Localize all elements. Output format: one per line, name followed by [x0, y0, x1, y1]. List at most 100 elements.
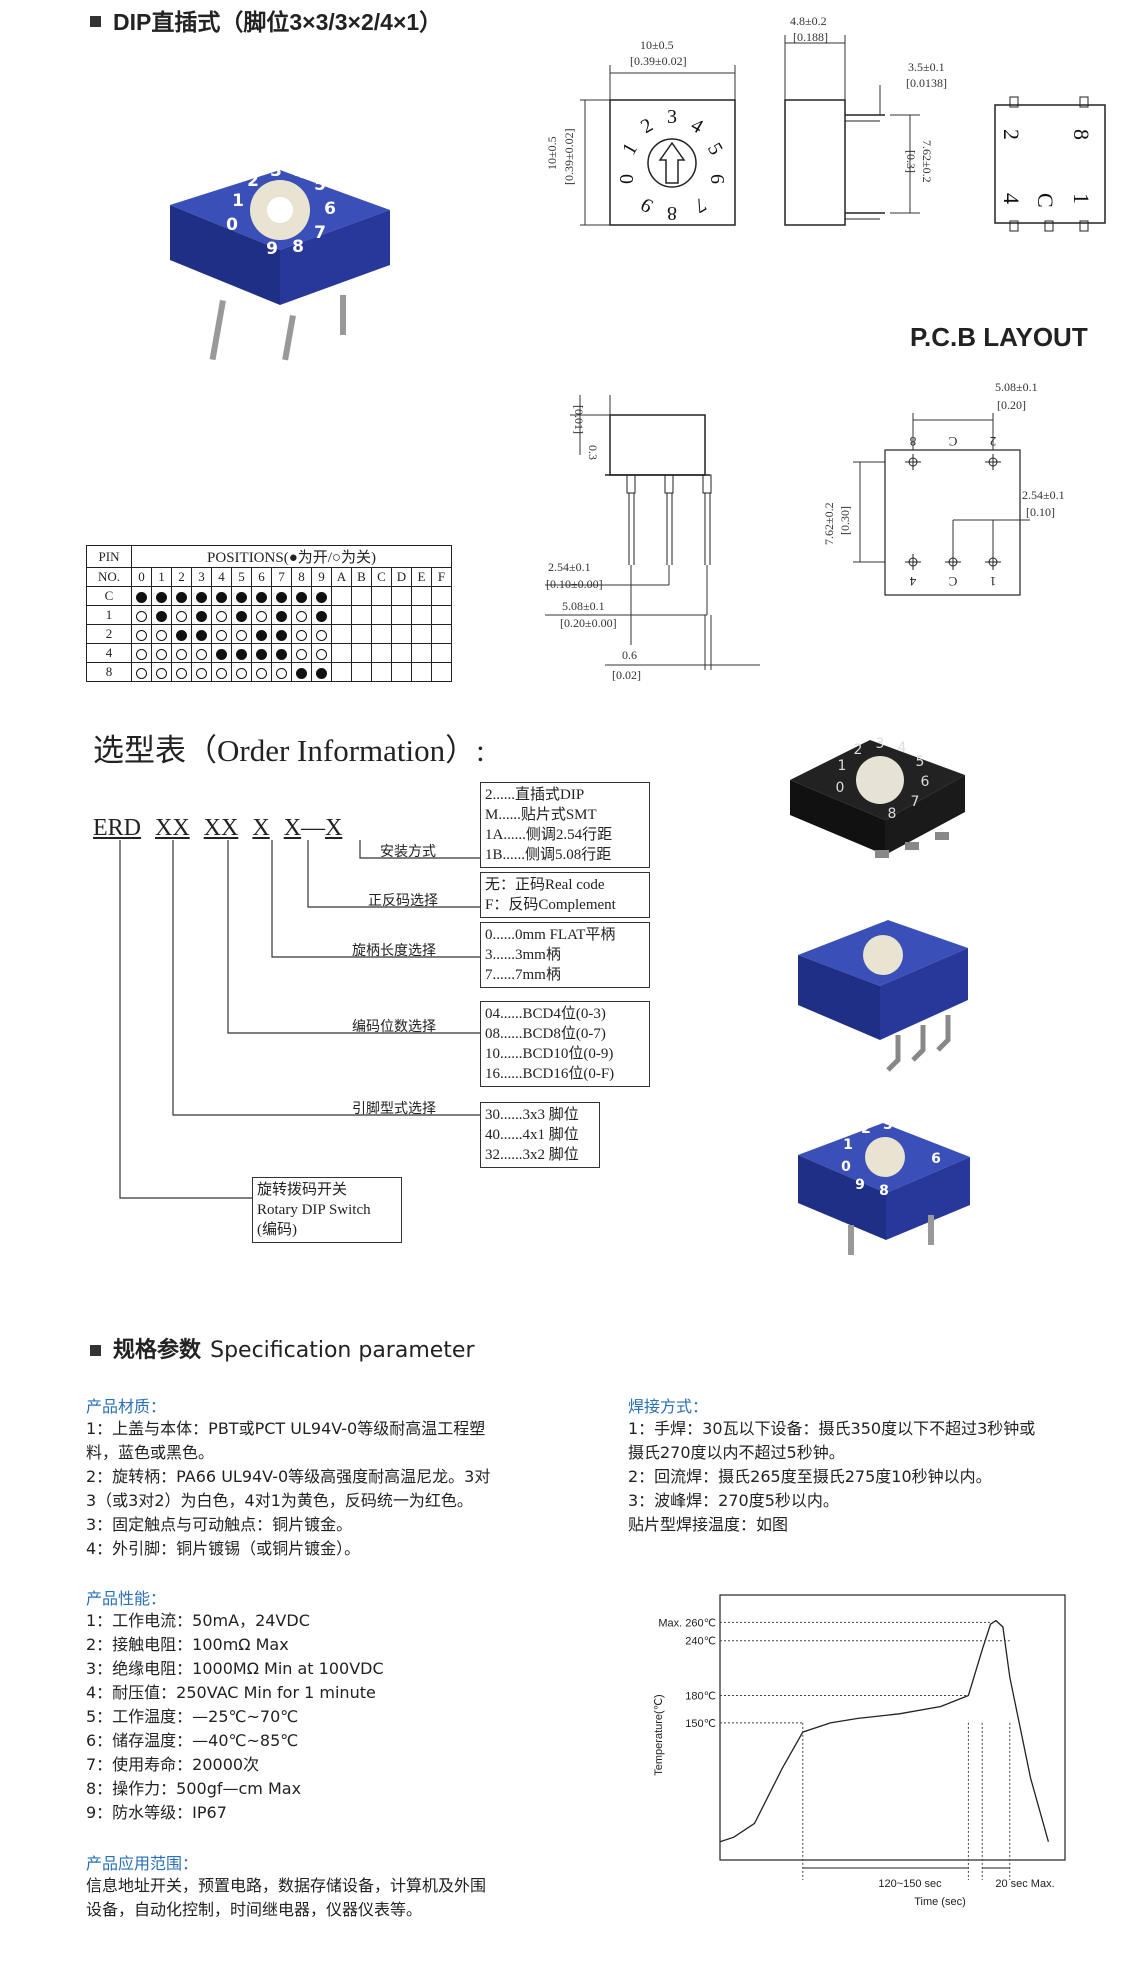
order-tree-lines: [119, 840, 480, 1199]
spec-line: 信息地址开关，预置电路，数据存储设备，计算机及外围: [86, 1876, 487, 1895]
product-photo-blue-switch: 0 1 2 3 4 5 6 7 8 9: [170, 161, 390, 361]
table-cell: [351, 662, 372, 682]
photo-dial-digit: 6: [931, 1151, 941, 1167]
table-column-header: 3: [191, 567, 212, 587]
code-segment-bcd: XX: [203, 815, 239, 841]
reflow-curve: [719, 1619, 1050, 1843]
order-option: 40......4x1 脚位: [485, 1127, 579, 1143]
pcb-pin-1: 1: [990, 574, 997, 589]
open-circle-icon: [216, 667, 227, 679]
order-options-shaft: 0......0mm FLAT平柄 3......3mm柄 7......7mm…: [480, 922, 650, 988]
back-pin-1: 1: [1069, 193, 1094, 204]
photo-dial-digit: 1: [232, 191, 244, 211]
order-option: 04......BCD4位(0-3): [485, 1006, 606, 1022]
spec-line: 2：接触电阻：100mΩ Max: [86, 1635, 289, 1654]
table-column-header: E: [411, 567, 432, 587]
table-cell: [231, 586, 252, 606]
code-dash: —: [301, 815, 326, 841]
table-cell: [211, 662, 232, 682]
open-circle-icon: [156, 648, 167, 660]
order-option: 32......3x2 脚位: [485, 1147, 579, 1163]
page-title: DIP直插式（脚位3×3/3×2/4×1）: [90, 3, 442, 37]
pcb-pin-4: 4: [909, 574, 916, 589]
dim-side-height: 7.62±0.2: [920, 140, 934, 183]
table-cell: [171, 624, 192, 644]
photo-dial-digit: 9: [266, 239, 278, 259]
spec-line: 4：耐压值：250VAC Min for 1 minute: [86, 1683, 376, 1702]
order-options-pins: 30......3x3 脚位 40......4x1 脚位 32......3x…: [480, 1102, 600, 1168]
table-cell: [431, 662, 452, 682]
table-cell: [371, 624, 392, 644]
pcb-pin-2: 2: [990, 434, 997, 449]
photo-dial-digit: 6: [921, 774, 930, 790]
dim-side-pin-inch: [0.0138]: [906, 76, 947, 90]
photo-dial-digit: 2: [854, 742, 863, 758]
open-circle-icon: [176, 648, 187, 660]
table-columns-row: NO. 0 1 2 3 4 5 6 7 8 9 A B C D E F: [86, 567, 452, 587]
order-option: F：反码Complement: [485, 897, 616, 913]
dim-pcb-left-inch: [0.30]: [838, 506, 852, 535]
open-circle-icon: [156, 667, 167, 679]
code-segment-pins: XX: [155, 815, 190, 841]
table-cell: [331, 662, 352, 682]
table-column-header: D: [391, 567, 412, 587]
table-column-header: 2: [171, 567, 192, 587]
photo-dial-digit: 4: [898, 740, 907, 756]
dim-pitch-254: 2.54±0.1: [548, 560, 591, 574]
spec-line: 6：储存温度：—40℃~85℃: [86, 1731, 299, 1750]
dim-pcb-top: 5.08±0.1: [995, 380, 1038, 394]
product-photo-black-switch: 1 2 3 4 5 6 7 8 0: [790, 736, 965, 858]
table-cell: [391, 586, 412, 606]
table-cell: [431, 586, 452, 606]
open-circle-icon: [136, 629, 147, 641]
spec-line: 设备，自动化控制，时间继电器，仪器仪表等。: [86, 1900, 423, 1919]
filled-circle-icon: [256, 648, 267, 660]
filled-circle-icon: [316, 591, 327, 603]
filled-circle-icon: [276, 648, 287, 660]
table-cell: [131, 605, 152, 625]
spec-line: 2：回流焊：摄氏265度至摄氏275度10秒钟以内。: [628, 1467, 992, 1486]
code-segment-code: X: [283, 815, 302, 841]
table-cell: [251, 624, 272, 644]
open-circle-icon: [136, 648, 147, 660]
dim-bottom-height-inch: [0.01]: [572, 405, 586, 434]
open-circle-icon: [216, 629, 227, 641]
code-segment-shaft: X: [252, 815, 270, 841]
table-cell: [331, 605, 352, 625]
filled-circle-icon: [276, 591, 287, 603]
dim-front-width: 10±0.5: [640, 38, 674, 52]
order-label-shaft: 旋柄长度选择: [352, 943, 436, 959]
table-cell: [391, 624, 412, 644]
table-cell: [331, 643, 352, 663]
table-cell: [171, 586, 192, 606]
filled-circle-icon: [176, 629, 187, 641]
spec-line: 3：绝缘电阻：1000MΩ Min at 100VDC: [86, 1659, 384, 1678]
table-cell: [351, 586, 372, 606]
spec-line: 料，蓝色或黑色。: [86, 1443, 215, 1462]
order-label-bcd: 编码位数选择: [352, 1019, 436, 1035]
table-cell: [411, 586, 432, 606]
dim-pitch-254-inch: [0.10±0.00]: [546, 577, 603, 591]
spec-line: 9：防水等级：IP67: [86, 1803, 227, 1822]
table-column-header: 5: [231, 567, 252, 587]
chart-y-tick-label: Max. 260℃: [658, 1617, 716, 1629]
dim-pitch-508: 5.08±0.1: [562, 599, 605, 613]
bullet-square-icon: [90, 1345, 101, 1356]
table-cell: [211, 624, 232, 644]
table-cell: [291, 605, 312, 625]
table-pin-cell: 1: [86, 605, 132, 625]
table-cell: [131, 624, 152, 644]
spec-soldering-head: 焊接方式：: [628, 1397, 709, 1416]
spec-line: 1：上盖与本体：PBT或PCT UL94V-0等级耐高温工程塑: [86, 1419, 486, 1438]
table-row: 4: [86, 643, 452, 663]
order-option: 08......BCD8位(0-7): [485, 1026, 606, 1042]
filled-circle-icon: [256, 591, 267, 603]
photo-dial-digit: 1: [838, 758, 847, 774]
dim-pin-width-inch: [0.02]: [612, 668, 641, 682]
table-cell: [231, 605, 252, 625]
table-cell: [351, 643, 372, 663]
table-column-header: B: [351, 567, 372, 587]
dim-pcb-right-inch: [0.10]: [1026, 505, 1055, 519]
filled-circle-icon: [276, 629, 287, 641]
table-pin-cell: 2: [86, 624, 132, 644]
